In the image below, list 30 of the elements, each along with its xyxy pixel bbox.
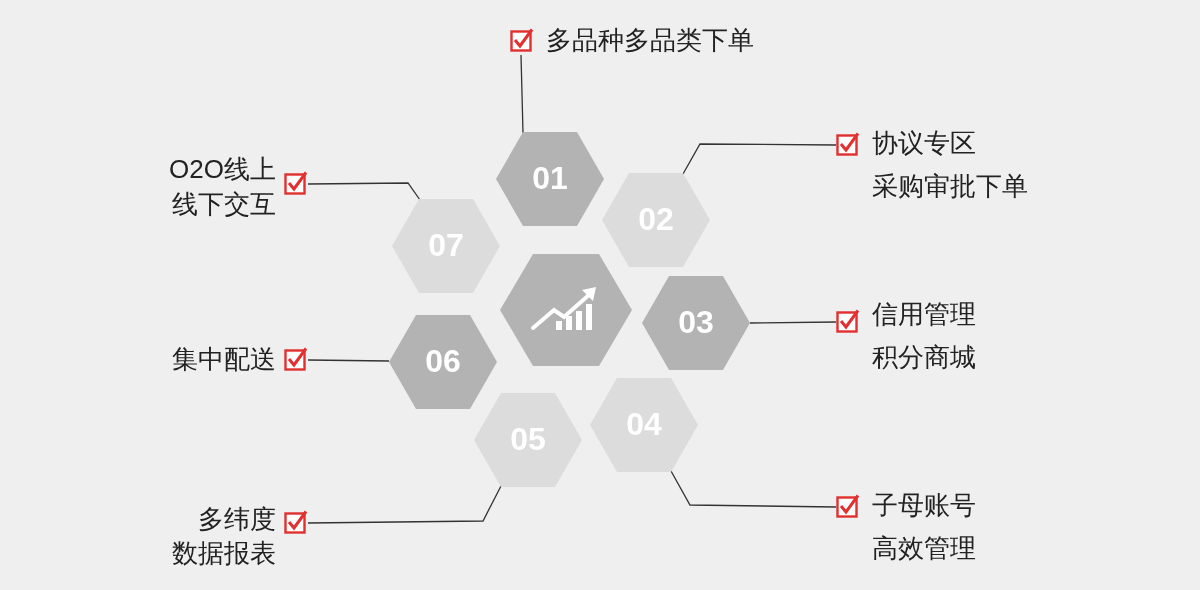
feature-text: 多纬度 (198, 503, 276, 536)
hexagon (500, 254, 632, 366)
hexagon (642, 276, 750, 370)
leader-line (749, 321, 837, 324)
feature-text: 协议专区 (872, 127, 976, 160)
feature-text: 信用管理 (872, 298, 976, 331)
feature-text: 子母账号 (872, 489, 976, 522)
leader-line (307, 359, 390, 362)
feature-text: 集中配送 (172, 343, 276, 376)
hexagon-number: 03 (677, 304, 715, 341)
leader-line (307, 485, 502, 524)
hexagon-number: 06 (424, 343, 462, 380)
hexagon (590, 378, 698, 472)
hexagon (389, 315, 497, 409)
leader-line (307, 182, 421, 201)
leader-line (682, 143, 837, 175)
hexagon (496, 132, 604, 226)
feature-text: 高效管理 (872, 532, 976, 565)
feature-text: 采购审批下单 (872, 170, 1028, 203)
hexagon-number: 01 (531, 160, 569, 197)
feature-text: 多品种多品类下单 (546, 25, 754, 55)
hexagon (474, 393, 582, 487)
feature-text: 积分商城 (872, 341, 976, 374)
hexagon (602, 173, 710, 267)
feature-text: 数据报表 (172, 537, 276, 570)
feature-text: O2O线上 (169, 153, 276, 186)
hexagon (392, 199, 500, 293)
leader-line (520, 54, 524, 134)
leader-line (670, 470, 837, 508)
feature-text: 线下交互 (172, 188, 276, 221)
